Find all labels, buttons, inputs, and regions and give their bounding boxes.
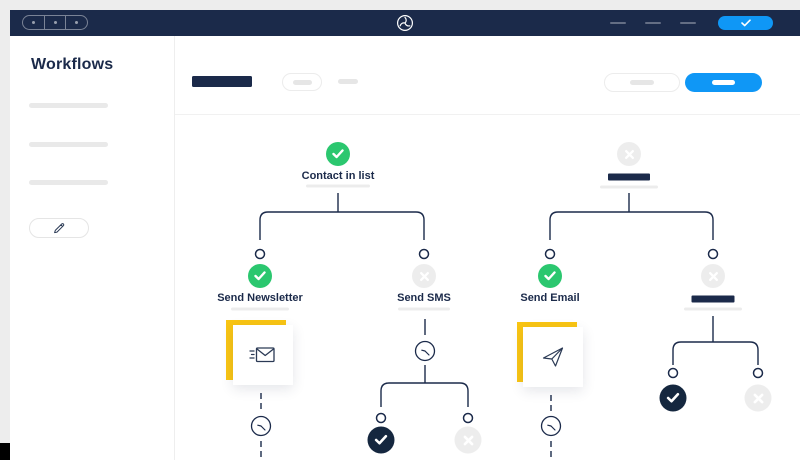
swirl-logo-icon [396,14,414,32]
placeholder-dash [712,80,735,85]
node-underline [684,307,742,310]
wait-clock-icon [414,340,436,362]
newsletter-step-card[interactable] [233,325,293,385]
sidebar-item-placeholder[interactable] [29,142,108,147]
menu-item-placeholder[interactable] [610,21,626,24]
check-icon [740,19,751,27]
menu-item-placeholder[interactable] [680,21,696,24]
window-control-1[interactable] [23,16,45,29]
node-status-inactive-icon[interactable] [412,264,436,288]
menu-item-placeholder[interactable] [645,21,661,24]
main-panel: Contact in list Send Newsletter Send SMS [175,36,800,460]
wait-clock-icon [250,415,272,437]
outcome-inactive-icon[interactable] [454,426,482,454]
node-status-completed-icon[interactable] [538,264,562,288]
pencil-icon [53,222,65,234]
node-label-placeholder [608,173,650,181]
node-status-completed-icon[interactable] [248,264,272,288]
window-control-2[interactable] [45,16,67,29]
dot-icon [53,21,57,24]
node-label[interactable]: Send Newsletter [217,292,303,304]
screen-corner-artifact [0,443,10,460]
node-status-completed-icon[interactable] [326,142,350,166]
sidebar-item-placeholder[interactable] [29,103,108,108]
email-step-card[interactable] [523,327,583,387]
node-label[interactable]: Send SMS [397,292,451,304]
node-status-inactive-icon[interactable] [617,142,641,166]
window-control-3[interactable] [66,16,87,29]
node-underline [398,307,450,311]
page-header [175,36,800,115]
node-label-placeholder [691,295,735,303]
edit-workflow-button[interactable] [29,218,89,238]
node-status-inactive-icon[interactable] [701,264,725,288]
node-underline [600,185,658,188]
secondary-action-button[interactable] [604,73,680,92]
node-underline [306,184,370,188]
node-label[interactable]: Contact in list [301,170,375,182]
email-send-icon [249,345,277,365]
placeholder-dash [630,80,654,85]
sidebar-title: Workflows [31,56,114,73]
node-underline [231,307,289,311]
workflow-connectors [250,193,764,460]
dot-icon [75,21,79,24]
topbar-confirm-button[interactable] [718,16,773,30]
header-toggle-placeholder[interactable] [282,73,322,91]
wait-clock-icon [540,415,562,437]
dot-icon [31,21,35,24]
header-text-placeholder [338,79,358,84]
window-dots-icon[interactable] [22,15,88,30]
node-label[interactable]: Send Email [520,292,580,304]
sidebar: Workflows [10,36,175,460]
placeholder-dash [292,79,312,85]
primary-action-button[interactable] [685,73,762,92]
workflow-canvas[interactable]: Contact in list Send Newsletter Send SMS [175,115,800,460]
sidebar-item-placeholder[interactable] [29,180,108,185]
outcome-completed-icon[interactable] [659,384,687,412]
outcome-inactive-icon[interactable] [744,384,772,412]
topbar [10,10,800,36]
page-title-placeholder [192,76,252,87]
paper-plane-icon [541,345,565,369]
outcome-completed-icon[interactable] [367,426,395,454]
